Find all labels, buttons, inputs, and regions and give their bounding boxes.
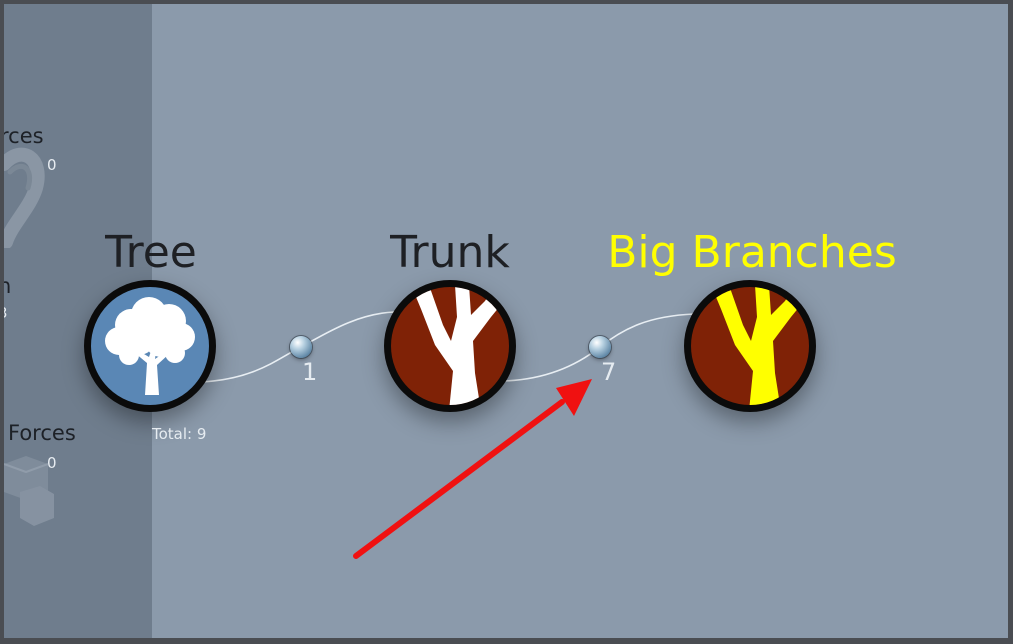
node-title-tree: Tree — [105, 227, 197, 278]
sidebar-item-count: 0 — [47, 156, 57, 174]
link-count: 7 — [601, 358, 617, 386]
branches-icon — [711, 287, 809, 405]
node-total: Total: 9 — [152, 425, 207, 443]
skill-node-big-branches[interactable] — [684, 280, 816, 412]
magnet-icon — [4, 147, 45, 248]
sidebar-item-count: 0 — [47, 454, 57, 472]
skill-node-trunk[interactable] — [384, 280, 516, 412]
link-connector[interactable] — [589, 336, 611, 358]
link-count: 1 — [302, 358, 318, 386]
red-arrow-annotation — [353, 379, 592, 559]
link-connector[interactable] — [290, 336, 312, 358]
node-title-big-branches: Big Branches — [607, 227, 897, 278]
tree-icon — [105, 297, 195, 395]
sidebar-item-label: Forces — [8, 421, 76, 445]
sidebar-item-label: n — [4, 274, 12, 298]
cubes-icon — [4, 456, 54, 526]
sidebar-item-label: rces — [4, 124, 44, 148]
skill-node-tree[interactable] — [84, 280, 216, 412]
node-title-trunk: Trunk — [390, 227, 510, 278]
sidebar-item-count: 3 — [4, 304, 8, 322]
trunk-icon — [411, 287, 509, 405]
skill-tree-canvas: rces 0 n 3 Forces 0 Tree Trunk Big Branc… — [4, 4, 1008, 638]
